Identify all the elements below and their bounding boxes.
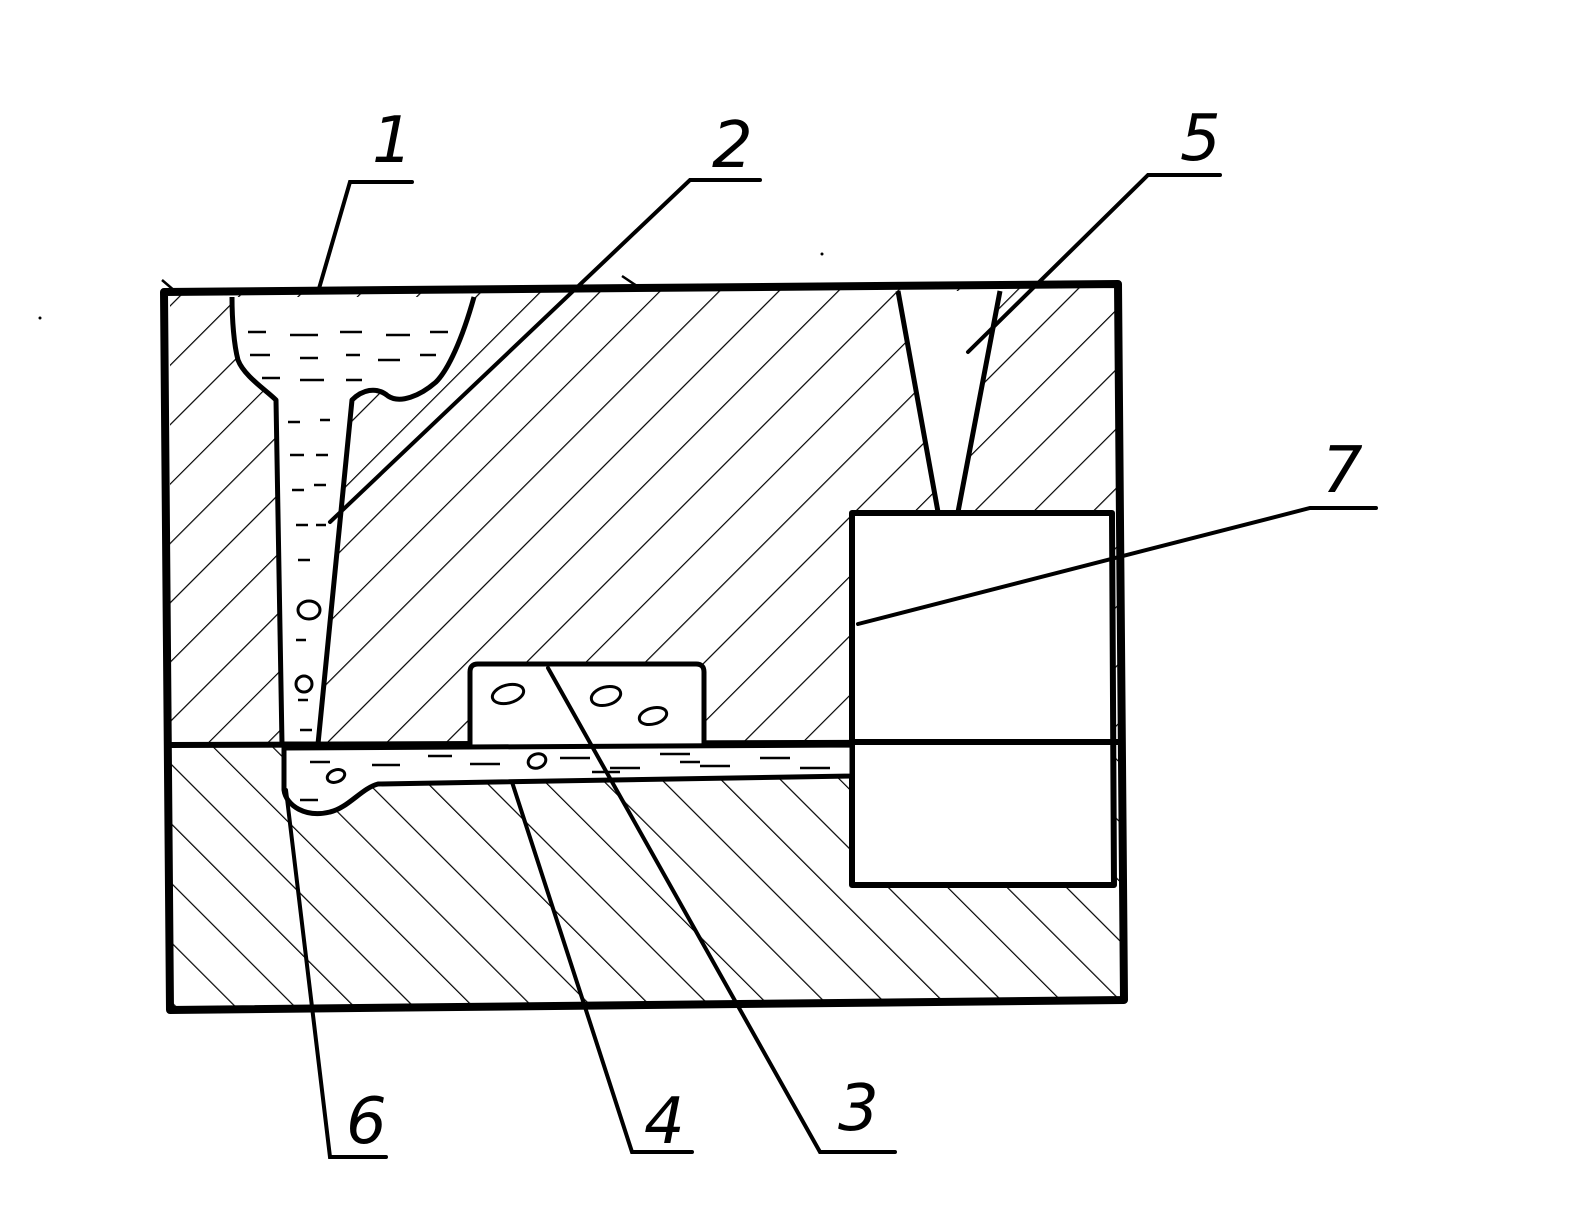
leader-5 — [966, 173, 1222, 354]
callout-1: 1 — [372, 104, 413, 178]
sprue-with-pouring-basin — [229, 296, 477, 747]
leader-7 — [856, 506, 1378, 626]
callout-7: 7 — [1322, 434, 1363, 508]
callout-4: 4 — [644, 1085, 685, 1159]
leader-6 — [284, 788, 388, 1159]
gas-bubbles — [294, 599, 669, 784]
callout-6: 6 — [346, 1085, 387, 1159]
callout-3: 3 — [838, 1072, 879, 1146]
leader-1 — [316, 180, 414, 294]
leader-3 — [546, 666, 897, 1154]
liquid-metal-marks — [248, 330, 830, 802]
callout-2: 2 — [712, 109, 753, 183]
mold-frame — [160, 280, 1128, 1014]
leader-lines — [284, 173, 1378, 1159]
leader-4 — [510, 780, 694, 1154]
leader-2 — [328, 178, 762, 524]
callout-5: 5 — [1180, 102, 1221, 176]
callout-labels: 1 2 5 7 6 4 3 — [346, 102, 1363, 1159]
